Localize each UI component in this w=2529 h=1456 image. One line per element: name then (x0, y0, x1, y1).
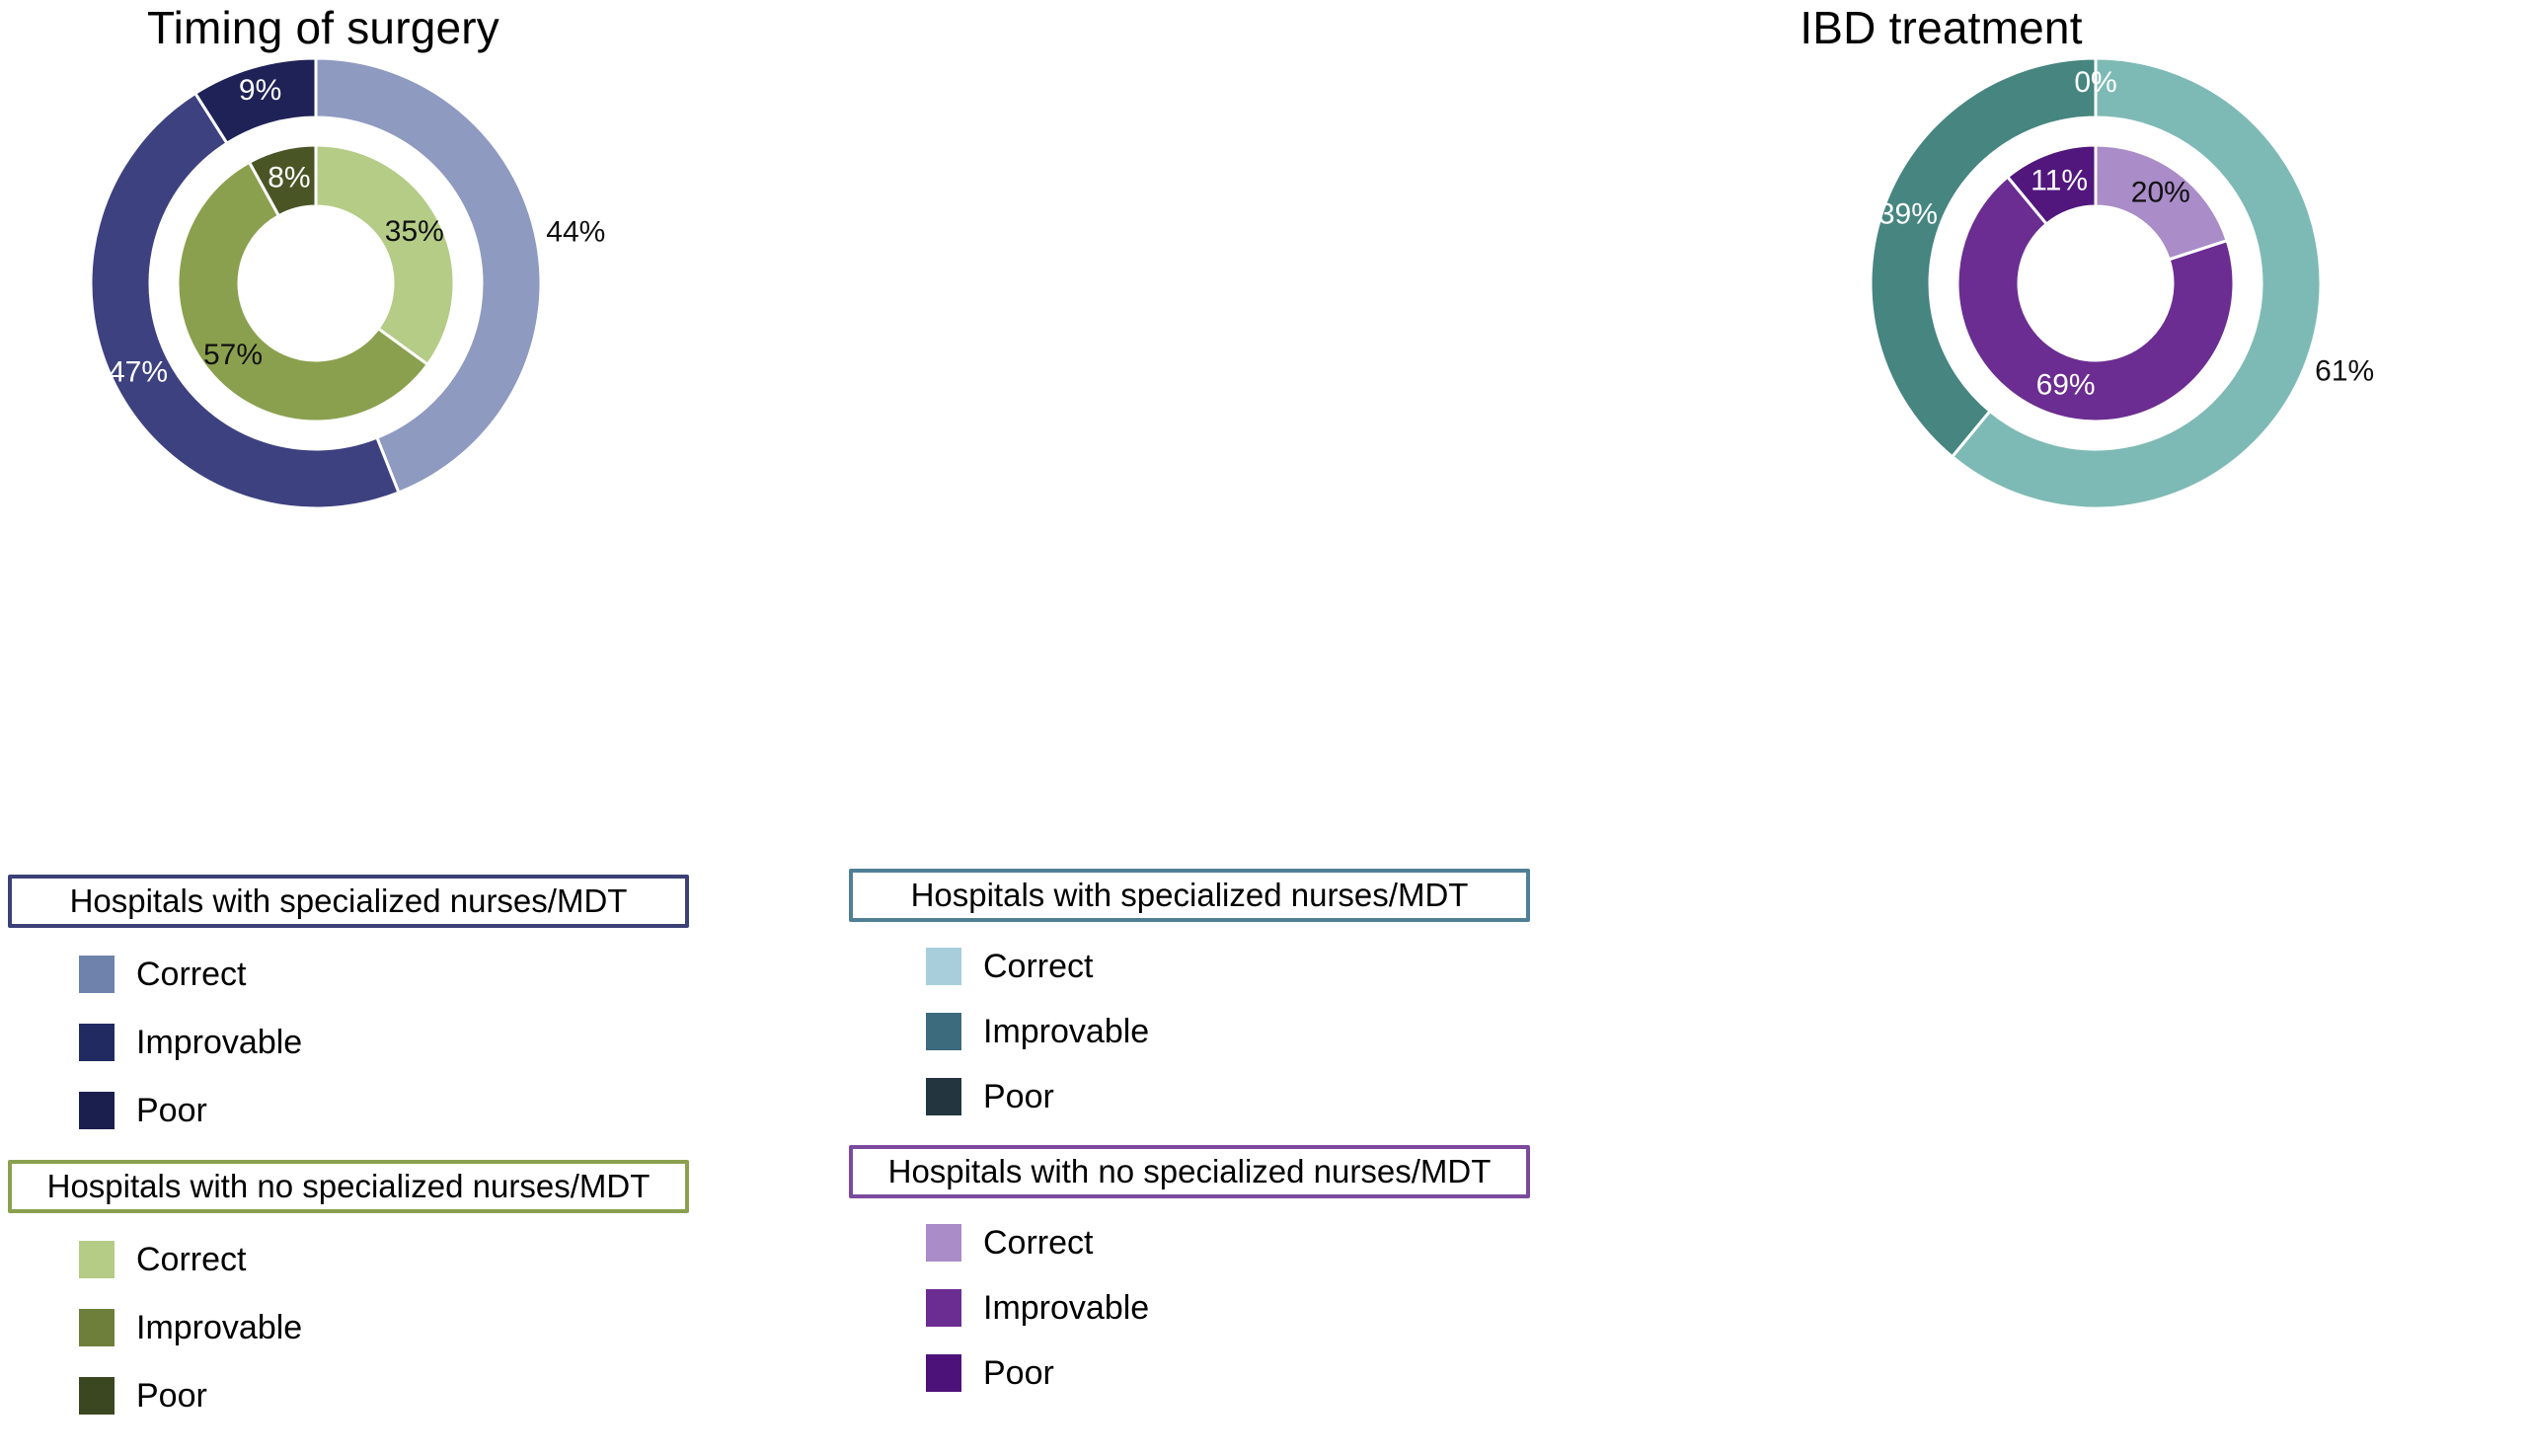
donut-segment-label: 0% (2074, 66, 2116, 99)
legend-label: Improvable (136, 1308, 303, 1346)
donut-segment[interactable] (1869, 56, 2098, 459)
legend-swatch-improvable (79, 1308, 115, 1346)
legend-label: Correct (983, 1224, 1094, 1262)
donut-segment[interactable] (89, 91, 401, 510)
donut-segment-label: 61% (2315, 355, 2374, 388)
legend-row[interactable]: Correct (926, 934, 1530, 999)
donut-segment-label: 35% (385, 215, 444, 248)
chart-title-timing-of-surgery: Timing of surgery (146, 2, 500, 53)
donut-segment[interactable] (314, 143, 456, 367)
legend-swatch-poor (79, 1091, 115, 1129)
donut-segment[interactable] (1950, 56, 2323, 510)
donut-outer-ring-left: 44% 47% 9% (89, 56, 605, 510)
donut-segment-label: 11% (2031, 164, 2088, 196)
legend-label: Correct (136, 955, 247, 993)
legend-row[interactable]: Poor (79, 1361, 689, 1429)
legend-label: Poor (983, 1354, 1054, 1392)
legend-row[interactable]: Poor (926, 1341, 1530, 1406)
legend-title-specialized-left: Hospitals with specialized nurses/MDT (8, 875, 689, 928)
legend-row[interactable]: Correct (79, 940, 689, 1008)
legend-title-non-specialized-left: Hospitals with no specialized nurses/MDT (8, 1160, 689, 1213)
donut-segment-label: 44% (546, 216, 605, 249)
legend-label: Improvable (983, 1013, 1150, 1050)
legend-label: Correct (983, 948, 1094, 985)
donut-segment[interactable] (2005, 143, 2098, 227)
legend-row[interactable]: Poor (926, 1064, 1530, 1129)
legend-spacer-right (849, 1129, 1530, 1145)
donut-segment[interactable] (192, 56, 318, 146)
donut-segment-label: 57% (203, 339, 263, 371)
legend-swatch-correct (926, 1224, 961, 1262)
legend-swatch-improvable (926, 1013, 961, 1050)
legend-left: Hospitals with specialized nurses/MDT Co… (8, 875, 689, 1429)
legend-swatch-improvable (926, 1289, 961, 1327)
donut-segment[interactable] (314, 56, 543, 495)
chart-title-ibd-treatment: IBD treatment (1800, 2, 2083, 53)
donut-inner-ring-left: 35% 57% 8% (176, 143, 456, 423)
donut-segment-label: 20% (2131, 176, 2190, 208)
donut-chart-ibd-treatment: 61% 39% 0% 20% 69% 11% (1849, 51, 2374, 515)
donut-outer-ring-right: 61% 39% 0% (1869, 56, 2374, 510)
legend-swatch-correct (79, 955, 115, 993)
legend-swatch-correct (79, 1240, 115, 1278)
donut-segment-label: 47% (109, 356, 168, 389)
legend-swatch-improvable (79, 1023, 115, 1061)
donut-svg-left: 44% 47% 9% 35% 57% 8% (89, 56, 605, 510)
legend-title-non-specialized-right: Hospitals with no specialized nurses/MDT (849, 1145, 1530, 1198)
donut-inner-ring-right: 20% 69% 11% (1955, 143, 2236, 423)
donut-segment-label: 39% (1878, 198, 1938, 231)
donut-segment[interactable] (176, 160, 430, 423)
donut-segment[interactable] (247, 143, 318, 218)
legend-row[interactable]: Correct (79, 1225, 689, 1293)
legend-swatch-poor (926, 1354, 961, 1392)
legend-right: Hospitals with specialized nurses/MDT Co… (849, 869, 1530, 1406)
legend-label: Poor (136, 1376, 207, 1415)
donut-segment-label: 69% (2036, 369, 2096, 402)
donut-segment[interactable] (1955, 175, 2236, 423)
donut-segment-label: 8% (268, 161, 310, 193)
donut-svg-right: 61% 39% 0% 20% 69% 11% (1869, 56, 2374, 510)
donut-chart-timing-of-surgery: 44% 47% 9% 35% 57% 8% (69, 51, 605, 515)
legend-label: Correct (136, 1240, 247, 1278)
legend-swatch-poor (926, 1078, 961, 1115)
legend-row[interactable]: Poor (79, 1076, 689, 1144)
legend-label: Improvable (983, 1289, 1150, 1327)
legend-spacer-left (8, 1144, 689, 1160)
legend-swatch-poor (79, 1376, 115, 1415)
legend-label: Poor (983, 1078, 1054, 1115)
legend-row[interactable]: Correct (926, 1210, 1530, 1275)
legend-row[interactable]: Improvable (926, 999, 1530, 1064)
panel-timing-of-surgery: Timing of surgery 44% 47% 9% 35% 57% 8% Hosp… (0, 0, 1264, 1456)
legend-swatch-correct (926, 948, 961, 985)
legend-label: Improvable (136, 1023, 303, 1061)
legend-row[interactable]: Improvable (79, 1293, 689, 1361)
panel-ibd-treatment: IBD treatment 61% 39% 0% 20% 69% 11% Hospita… (849, 0, 2529, 1456)
donut-segment-label: 9% (239, 74, 281, 107)
legend-row[interactable]: Improvable (79, 1008, 689, 1076)
legend-label: Poor (136, 1091, 207, 1129)
legend-row[interactable]: Improvable (926, 1275, 1530, 1341)
legend-title-specialized-right: Hospitals with specialized nurses/MDT (849, 869, 1530, 922)
